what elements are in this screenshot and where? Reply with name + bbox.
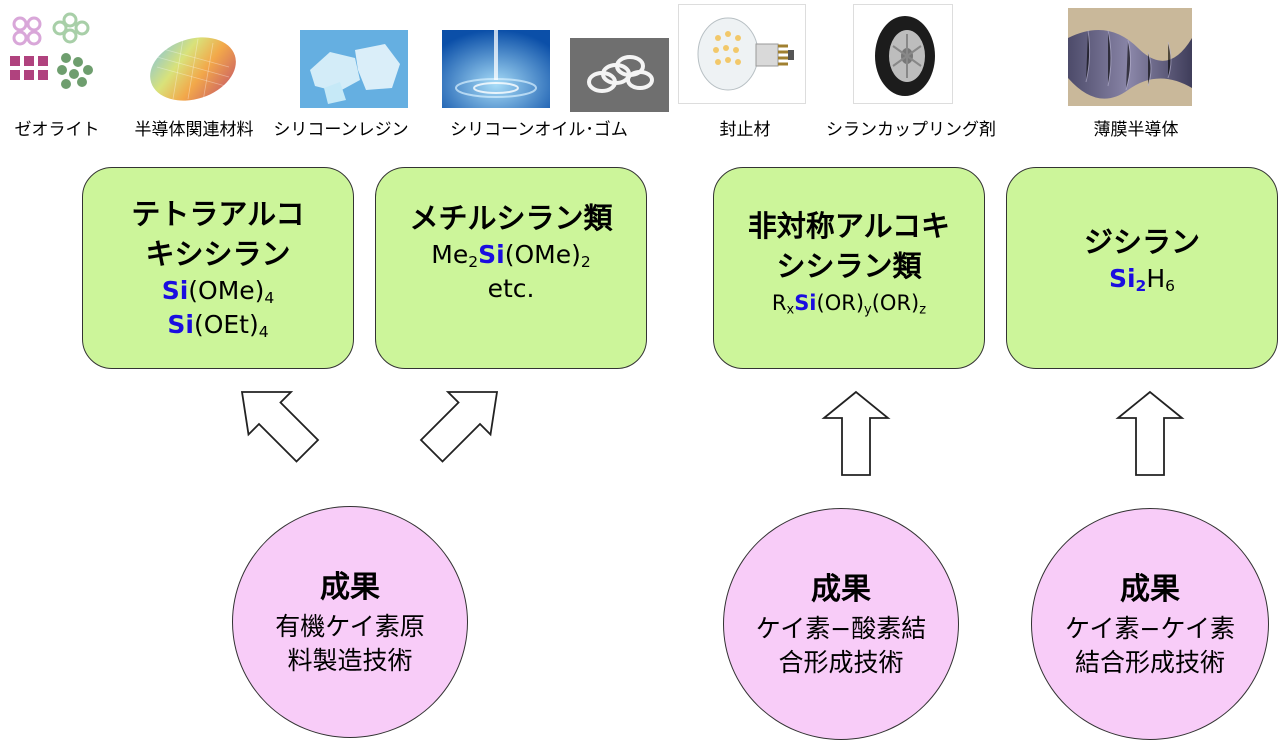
result-description: ケイ素−ケイ素 [1065,614,1235,643]
app-label-zeolite: ゼオライト [14,120,100,140]
result-description: 料製造技術 [287,646,413,675]
rubber-o-ring-icon [570,38,669,112]
result-description: 有機ケイ素原 [275,612,425,641]
app-label-silicone-resin: シリコーンレジン [273,120,409,140]
result-heading: 成果 [320,570,380,605]
sealant-image [678,4,806,104]
oil-droplet-icon [442,30,550,108]
thin-film-panel-icon [1068,8,1192,106]
result-circle-si-o-bond: 成果 ケイ素−酸素結 合形成技術 [723,508,959,740]
product-box-methylsilanes: メチルシラン類 Me2Si(OMe)2 etc. [375,167,647,369]
formula-me2si-ome2: Me2Si(OMe)2 [431,240,591,271]
silicone-resin-image [300,30,408,108]
app-label-thin-film-semiconductor: 薄膜半導体 [1093,120,1179,140]
zeolite-image [4,6,100,106]
result-description: ケイ素−酸素結 [755,614,927,643]
formula-si2h6: Si2H6 [1108,264,1176,295]
led-bulb-icon [678,4,806,104]
arrow-up-left [240,391,320,463]
formula-si-oet4: Si(OEt)4 [167,310,269,341]
result-heading: 成果 [811,572,871,607]
formula-rxsi-or: RxSi(OR)y(OR)z [771,291,927,318]
app-label-semiconductor-materials: 半導体関連材料 [134,120,254,140]
app-label-sealant: 封止材 [719,120,771,140]
app-label-silane-coupling: シランカップリング剤 [826,120,996,140]
result-heading: 成果 [1120,572,1180,607]
rubber-image [570,38,669,112]
product-box-disilane: ジシラン Si2H6 [1006,167,1278,369]
product-title: シシラン類 [776,249,922,283]
product-title: キシシラン [145,237,291,271]
resin-crystal-icon [300,30,408,108]
formula-etc: etc. [487,274,535,303]
app-label-silicone-oil-rubber: シリコーンオイル･ゴム [450,120,628,140]
semiconductor-image [143,27,243,107]
tire-icon [853,4,953,104]
arrow-up-center [821,390,891,476]
thin-film-image [1068,8,1192,106]
product-box-asymmetric-alkoxysilanes: 非対称アルコキ シシラン類 RxSi(OR)y(OR)z [713,167,985,369]
zeolite-structure-icon [10,12,93,89]
coupling-agent-image [853,4,953,104]
result-circle-si-si-bond: 成果 ケイ素−ケイ素 結合形成技術 [1031,508,1269,740]
arrow-up-right [419,391,499,463]
formula-si-ome4: Si(OMe)4 [161,276,275,307]
result-description: 結合形成技術 [1074,648,1225,677]
product-title: テトラアルコ [131,197,305,231]
silicone-oil-image [442,30,550,108]
product-title: 非対称アルコキ [747,209,951,243]
product-title: メチルシラン類 [409,201,613,235]
product-box-tetraalkoxysilane: テトラアルコ キシシラン Si(OMe)4 Si(OEt)4 [82,167,354,369]
silicon-wafer-icon [150,37,236,102]
result-circle-organosilicon: 成果 有機ケイ素原 料製造技術 [232,506,468,738]
result-description: 合形成技術 [778,648,904,677]
arrow-up-right-side [1115,390,1185,476]
product-title: ジシラン [1083,225,1200,259]
